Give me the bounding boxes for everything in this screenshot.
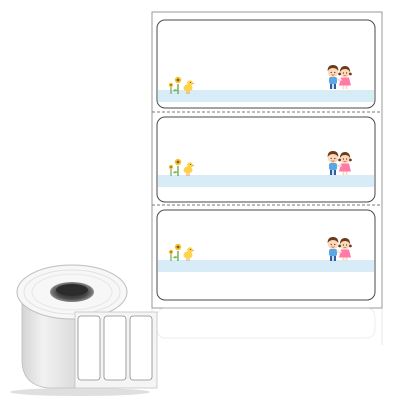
roll-label-3 (129, 315, 153, 381)
label-1-stripe (158, 90, 374, 102)
label-2-stripe (158, 175, 374, 187)
label-1-outline (156, 19, 376, 109)
liner-reflection (151, 307, 383, 345)
label-3-stripe (158, 260, 374, 272)
label-1 (156, 19, 376, 109)
roll-shadow (10, 388, 150, 396)
roll-label-2 (103, 315, 127, 381)
label-3 (156, 209, 376, 301)
label-roll (10, 264, 158, 396)
label-3-outline (156, 209, 376, 301)
label-2 (156, 116, 376, 203)
roll-label-1 (77, 315, 101, 381)
